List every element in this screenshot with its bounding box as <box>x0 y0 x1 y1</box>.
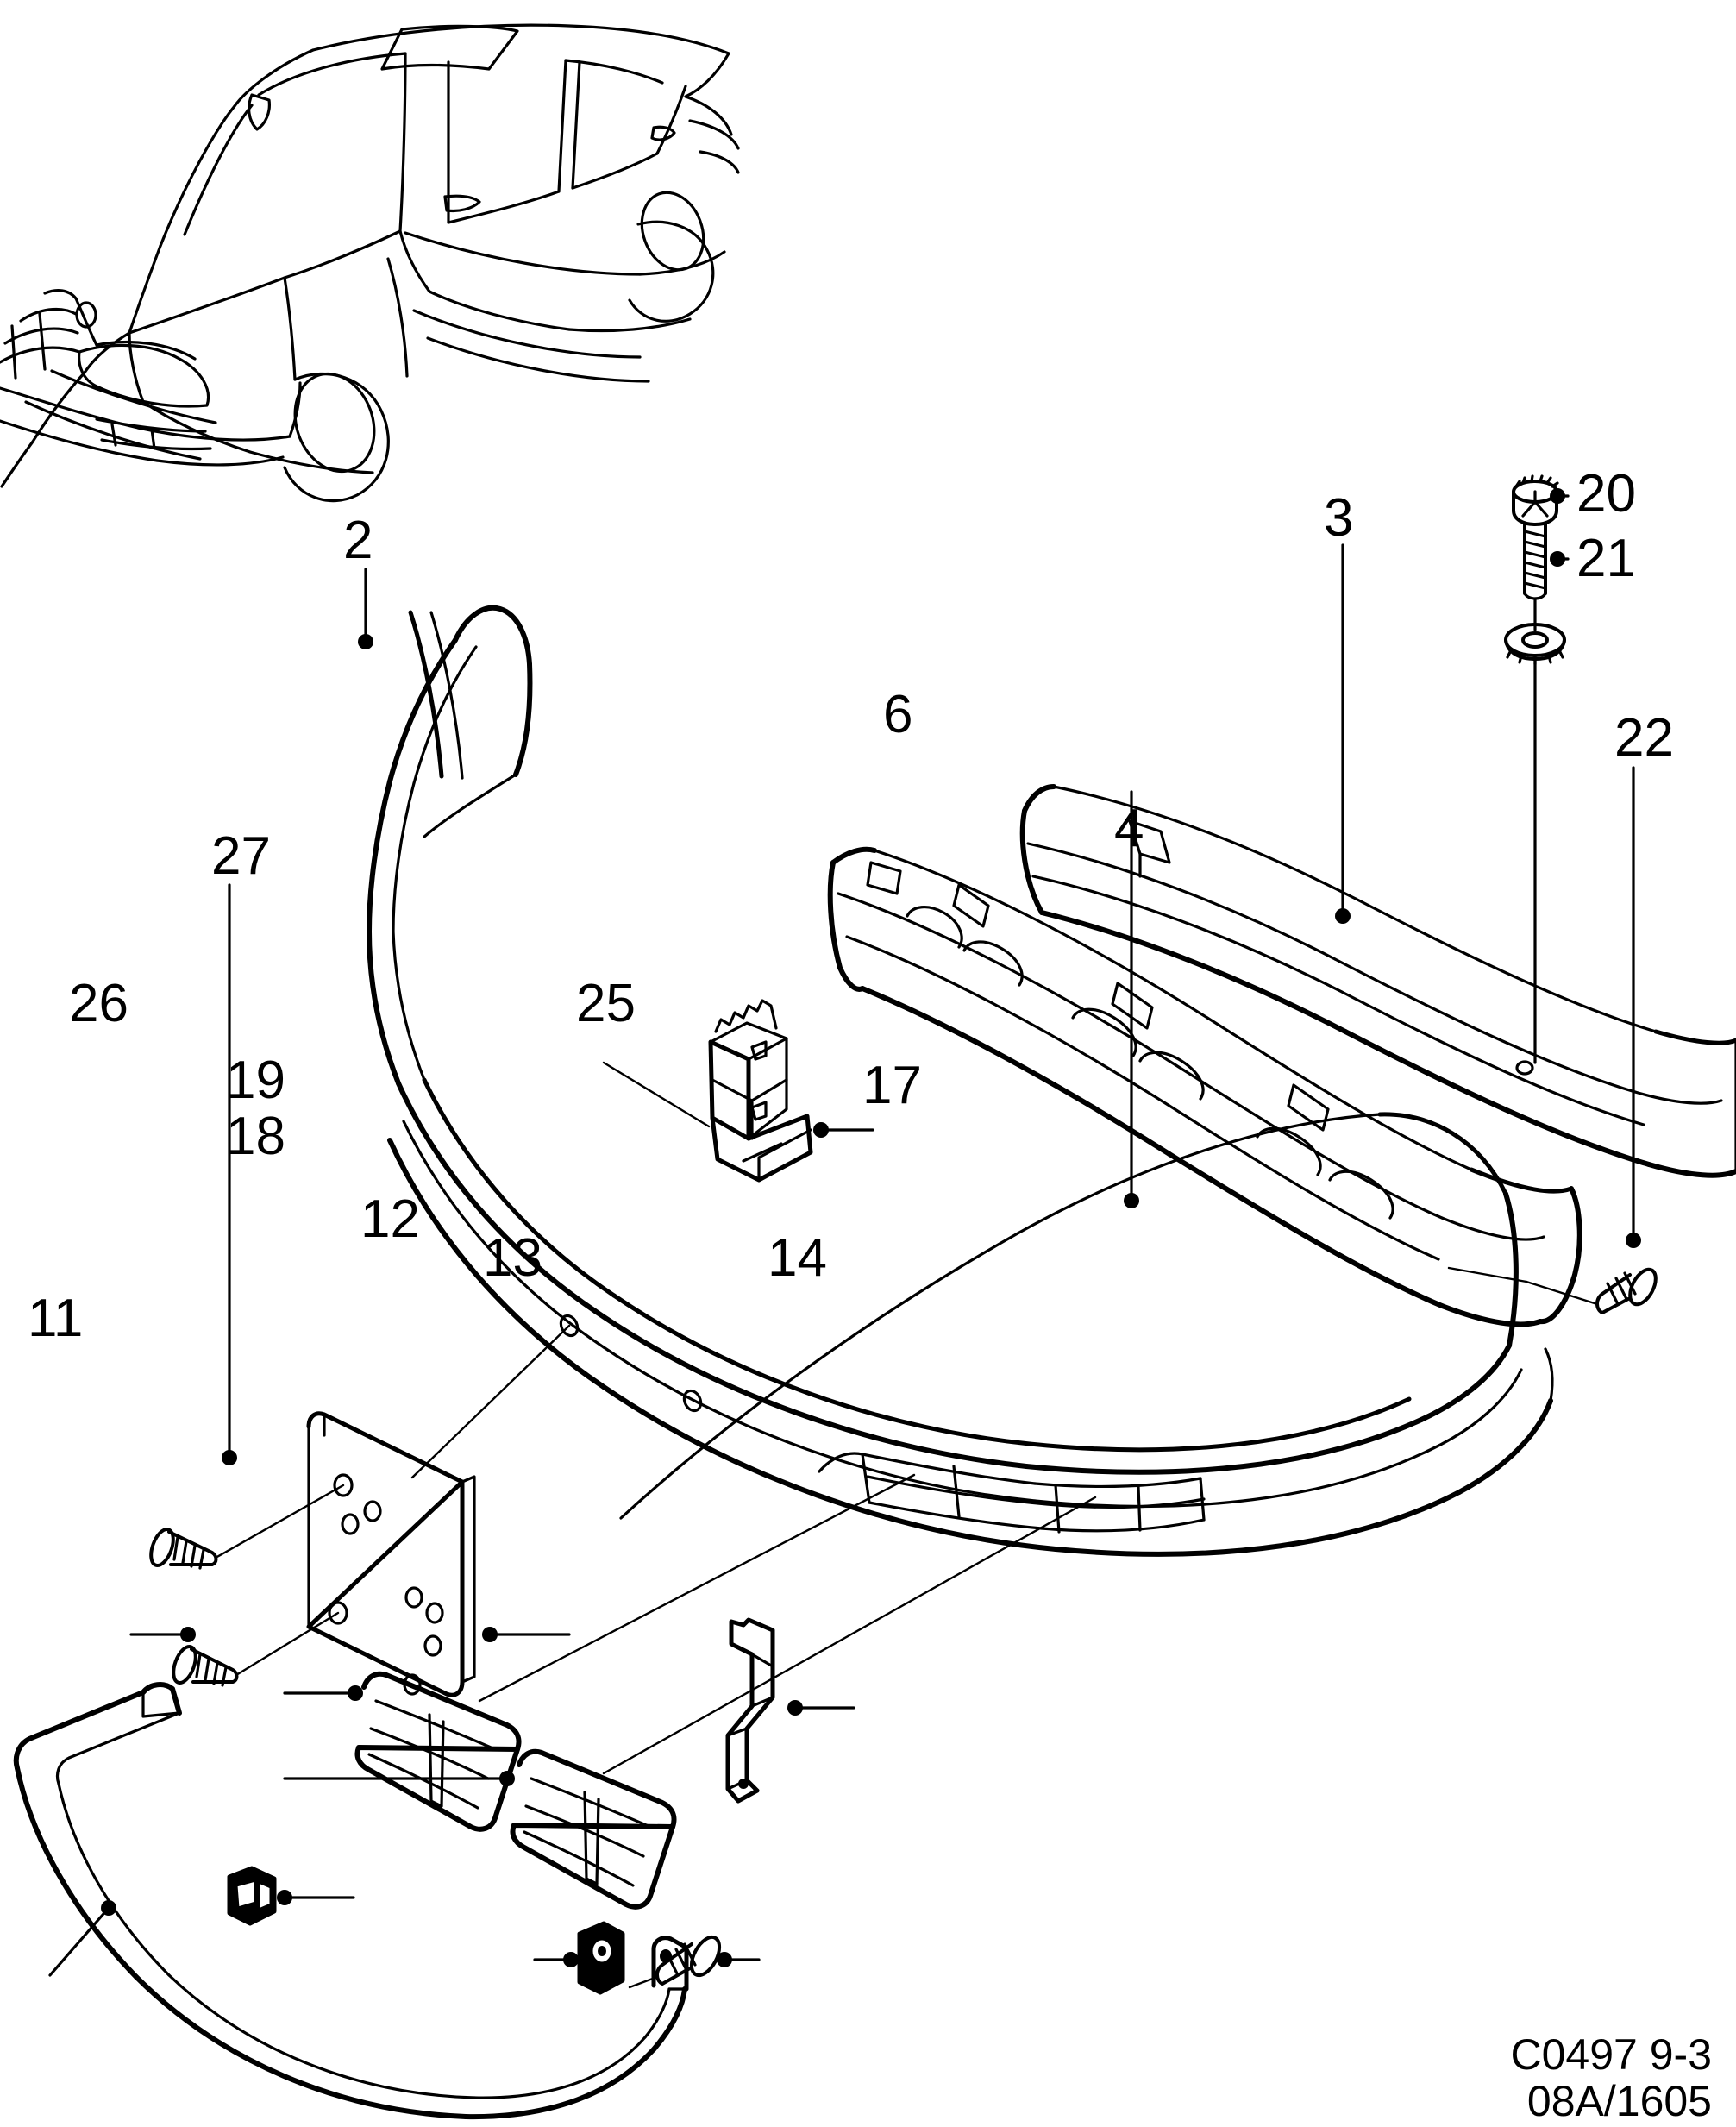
part-washer-21 <box>1504 623 1566 1064</box>
callout-13[interactable]: 13 <box>483 1228 542 1288</box>
callout-6[interactable]: 6 <box>883 685 913 744</box>
callout-12[interactable]: 12 <box>360 1189 420 1249</box>
callout-22[interactable]: 22 <box>1614 708 1674 768</box>
callout-27[interactable]: 27 <box>211 826 271 886</box>
part-clip-12 <box>227 1866 277 1926</box>
drawing-code-line-1: C0497 9-3 <box>1510 2030 1713 2079</box>
callout-2[interactable]: 2 <box>343 511 373 570</box>
part-bumper-cover <box>367 605 1554 1557</box>
part-screw-14 <box>628 1935 722 1989</box>
part-grille-insert-18 <box>510 1496 1097 1910</box>
leader-lines <box>48 488 1641 1977</box>
part-energy-absorber-4 <box>827 846 1582 1327</box>
part-screw-22 <box>1447 1266 1658 1314</box>
callout-3[interactable]: 3 <box>1324 488 1354 548</box>
part-support-bracket-17 <box>725 1617 775 1804</box>
part-screw-26 <box>172 1611 340 1687</box>
part-grille-insert-19 <box>354 1671 522 1832</box>
part-air-dam-spoiler-11 <box>13 1682 689 2120</box>
callout-21[interactable]: 21 <box>1576 529 1636 588</box>
callout-14[interactable]: 14 <box>768 1228 827 1288</box>
callout-17[interactable]: 17 <box>862 1056 922 1115</box>
part-licence-plate-bracket-25 <box>306 1324 571 1697</box>
part-retaining-nut-13 <box>577 1921 625 1995</box>
part-reinforcement-beam-3 <box>1019 784 1736 1178</box>
part-screw-27 <box>149 1484 345 1570</box>
callout-19[interactable]: 19 <box>226 1051 285 1110</box>
part-bolt-20 <box>1512 474 1559 631</box>
callout-26[interactable]: 26 <box>69 974 128 1033</box>
callout-11[interactable]: 11 <box>28 1289 84 1348</box>
callout-20[interactable]: 20 <box>1576 464 1636 524</box>
drawing-code-line-2: 08A/1605 <box>1526 2077 1712 2125</box>
vehicle-illustration <box>0 23 740 503</box>
callout-18[interactable]: 18 <box>226 1107 285 1166</box>
callout-25[interactable]: 25 <box>576 974 636 1033</box>
part-mounting-bracket-6 <box>708 999 813 1183</box>
callout-4[interactable]: 4 <box>1114 799 1144 858</box>
